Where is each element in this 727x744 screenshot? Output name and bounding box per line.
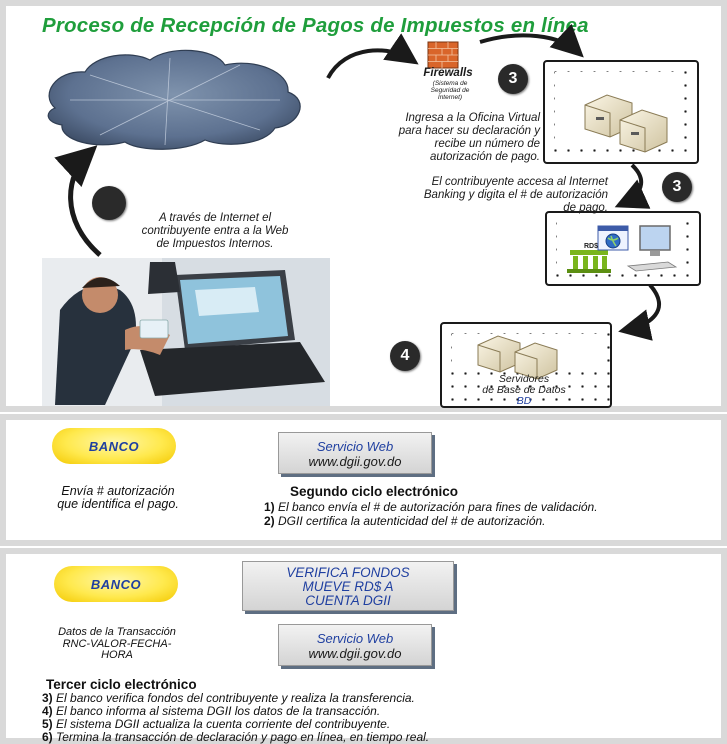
internet-text: A través de Internet el contribuyente en… [141, 212, 289, 250]
verifica-line1: VERIFICA FONDOS [286, 565, 410, 580]
verifica-line3: CUENTA DGII [305, 593, 391, 608]
third-step-3: 3) El banco verifica fondos del contribu… [42, 691, 415, 705]
second-step-1: 1) El banco envía el # de autorización p… [264, 500, 598, 514]
step-badge-4: 4 [390, 341, 420, 371]
banking-icons [557, 222, 685, 273]
verifica-line2: MUEVE RD$ A [302, 579, 394, 594]
banco-pill-2: BANCO [52, 428, 176, 464]
envia-label: Envía # autorización que identifica el p… [57, 484, 179, 511]
web-service-box-3: Servicio Web www.dgii.gov.do [278, 624, 432, 666]
web-service-line1: Servicio Web [316, 439, 394, 454]
arrow-cloud-to-firewall [326, 33, 419, 79]
step-badge-3-middle: 3 [662, 172, 692, 202]
arrow-user-to-cloud [54, 145, 102, 257]
firewall-icon [427, 41, 459, 69]
bank-icon-label: RD$ [584, 243, 599, 250]
banco-pill-3: BANCO [54, 566, 178, 602]
second-cycle-heading: Segundo ciclo electrónico [290, 484, 459, 499]
arrow-banking-to-db [618, 283, 662, 341]
db-servers-line1: Servidores [498, 373, 550, 385]
user-photo-image [42, 258, 330, 406]
third-step-4: 4) El banco informa al sistema DGII los … [42, 704, 381, 718]
web-service-box-2: Servicio Web www.dgii.gov.do [278, 432, 432, 474]
server-icon [555, 72, 683, 153]
third-step-5: 5) El sistema DGII actualiza la cuenta c… [42, 717, 391, 731]
oficina-text: Ingresa a la Oficina Virtual para hacer … [398, 112, 540, 163]
db-server-icon [452, 334, 598, 380]
firewall-sublabel: (Sistema de Seguridad de Internet) [430, 80, 470, 101]
db-servers-line2: de Base de Datos [482, 384, 566, 396]
arrow-server-to-banking [614, 163, 651, 209]
verifica-box: VERIFICA FONDOS MUEVE RD$ A CUENTA DGII [242, 561, 454, 611]
second-step-2: 2) DGII certifica la autenticidad del # … [264, 514, 546, 528]
third-cycle-heading: Tercer ciclo electrónico [46, 677, 197, 692]
db-servers-line3: BD [516, 395, 532, 407]
datos-label: Datos de la Transacción RNC-VALOR-FECHA-… [58, 626, 176, 661]
firewall-label: Firewalls [423, 67, 473, 79]
db-servers-label: Servidores de Base de Datos BD [456, 374, 592, 407]
web-service-3-line2: www.dgii.gov.do [308, 646, 402, 661]
third-step-6: 6) Termina la transacción de declaración… [42, 730, 430, 744]
internet-cloud-icon [47, 49, 301, 150]
banking-text: El contribuyente accesa al Internet Bank… [423, 176, 608, 214]
step-badge-1 [92, 186, 126, 220]
web-service-line2: www.dgii.gov.do [308, 454, 402, 469]
web-service-3-line1: Servicio Web [316, 631, 394, 646]
step-badge-3-top: 3 [498, 64, 528, 94]
arrow-firewall-to-server [479, 23, 584, 58]
page-title: Proceso de Recepción de Pagos de Impuest… [42, 14, 589, 37]
